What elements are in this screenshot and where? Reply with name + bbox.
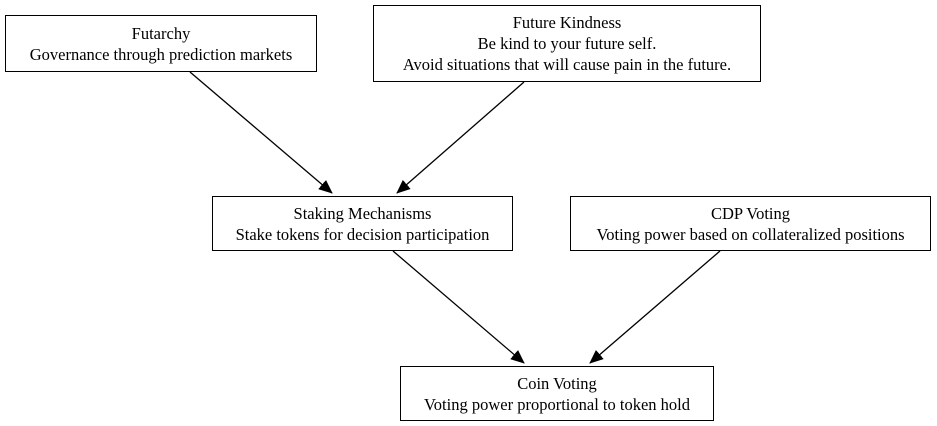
- node-futarchy: Futarchy Governance through prediction m…: [5, 15, 317, 72]
- node-future-kindness-line-1: Be kind to your future self.: [477, 34, 657, 53]
- node-futarchy-title: Futarchy: [131, 23, 191, 43]
- edge-cdp-voting-to-coin-voting: [589, 250, 721, 364]
- node-cdp-voting: CDP Voting Voting power based on collate…: [570, 196, 931, 251]
- edge-staking-to-coin-voting: [392, 250, 525, 364]
- node-future-kindness: Future Kindness Be kind to your future s…: [373, 5, 761, 82]
- edge-futarchy-to-staking: [189, 71, 333, 194]
- node-staking-mechanisms: Staking Mechanisms Stake tokens for deci…: [212, 196, 513, 251]
- node-future-kindness-title: Future Kindness: [512, 13, 622, 32]
- node-future-kindness-line-2: Avoid situations that will cause pain in…: [402, 55, 732, 74]
- edge-future-kindness-to-staking: [396, 81, 525, 194]
- node-cdp-voting-title: CDP Voting: [710, 203, 791, 223]
- node-staking-mechanisms-title: Staking Mechanisms: [293, 203, 432, 223]
- node-futarchy-description: Governance through prediction markets: [29, 44, 293, 64]
- node-staking-mechanisms-description: Stake tokens for decision participation: [235, 224, 490, 244]
- node-coin-voting: Coin Voting Voting power proportional to…: [400, 366, 714, 421]
- node-cdp-voting-description: Voting power based on collateralized pos…: [596, 224, 905, 244]
- node-coin-voting-description: Voting power proportional to token hold: [424, 394, 690, 414]
- node-coin-voting-title: Coin Voting: [517, 373, 597, 393]
